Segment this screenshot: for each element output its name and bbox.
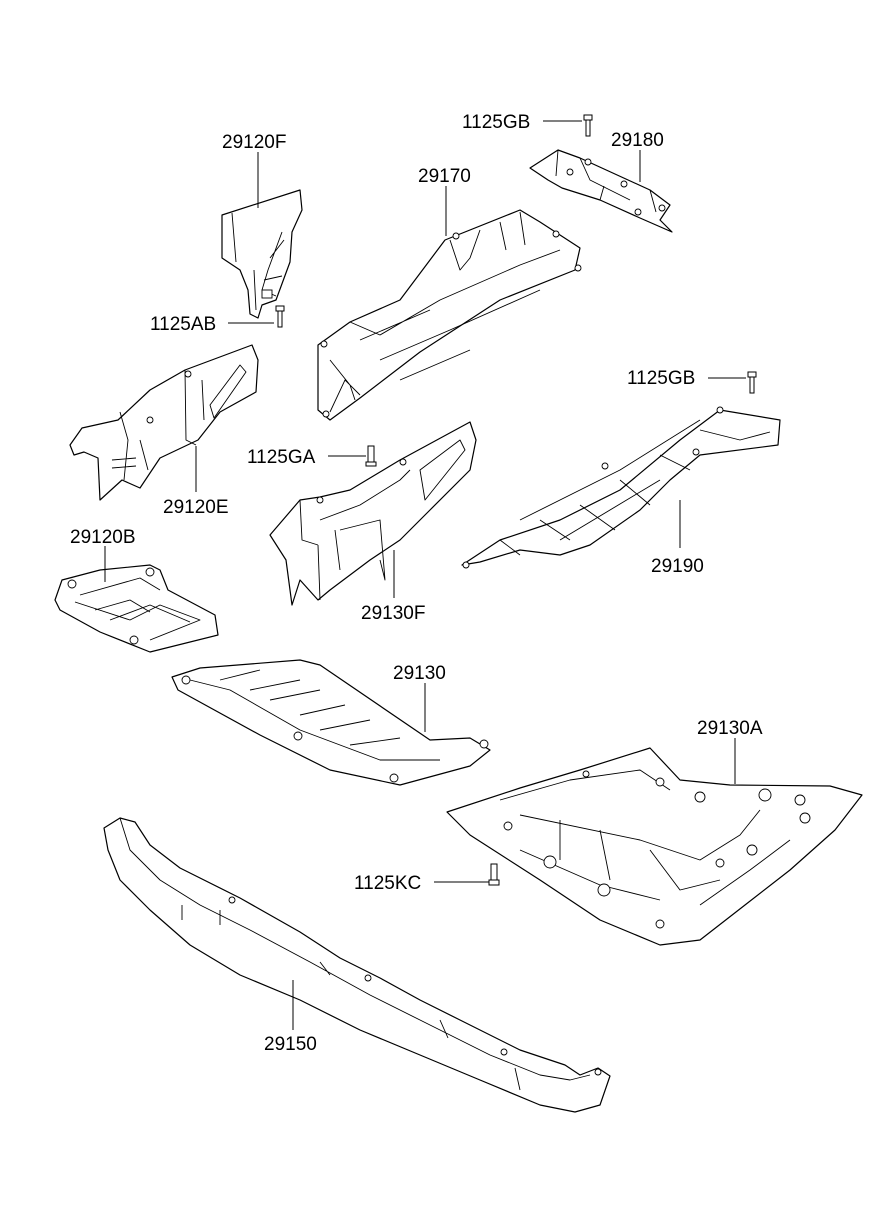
label-29130: 29130 bbox=[393, 663, 446, 684]
label-29170: 29170 bbox=[418, 166, 471, 187]
part-29170[interactable] bbox=[317, 209, 582, 421]
label-1125GB-top: 1125GB bbox=[462, 112, 530, 133]
label-29120B: 29120B bbox=[70, 527, 136, 548]
label-29130A: 29130A bbox=[697, 718, 763, 739]
label-29120F: 29120F bbox=[222, 132, 286, 153]
part-29130A[interactable] bbox=[446, 747, 863, 946]
part-29120E[interactable] bbox=[69, 344, 259, 501]
part-29150[interactable] bbox=[103, 817, 611, 1113]
bolt-1125GB-right[interactable] bbox=[747, 371, 757, 394]
bolt-1125GB-top[interactable] bbox=[583, 114, 593, 137]
label-29190: 29190 bbox=[651, 556, 704, 577]
label-29150: 29150 bbox=[264, 1034, 317, 1055]
label-1125AB: 1125AB bbox=[150, 314, 216, 335]
label-1125KC: 1125KC bbox=[354, 873, 421, 894]
label-1125GA: 1125GA bbox=[247, 447, 316, 468]
bolt-1125GA[interactable] bbox=[365, 445, 377, 467]
label-29120E: 29120E bbox=[163, 497, 229, 518]
part-29190[interactable] bbox=[461, 406, 781, 569]
bolt-1125AB[interactable] bbox=[275, 305, 285, 328]
part-29180[interactable] bbox=[529, 149, 673, 233]
label-29130F: 29130F bbox=[361, 603, 425, 624]
label-29180: 29180 bbox=[611, 130, 664, 151]
label-1125GB-right: 1125GB bbox=[627, 368, 695, 389]
part-29130F[interactable] bbox=[269, 421, 477, 606]
part-29130[interactable] bbox=[171, 659, 491, 786]
bolt-1125KC[interactable] bbox=[488, 863, 500, 886]
part-29120B[interactable] bbox=[54, 564, 219, 653]
part-29120F[interactable] bbox=[221, 189, 303, 319]
